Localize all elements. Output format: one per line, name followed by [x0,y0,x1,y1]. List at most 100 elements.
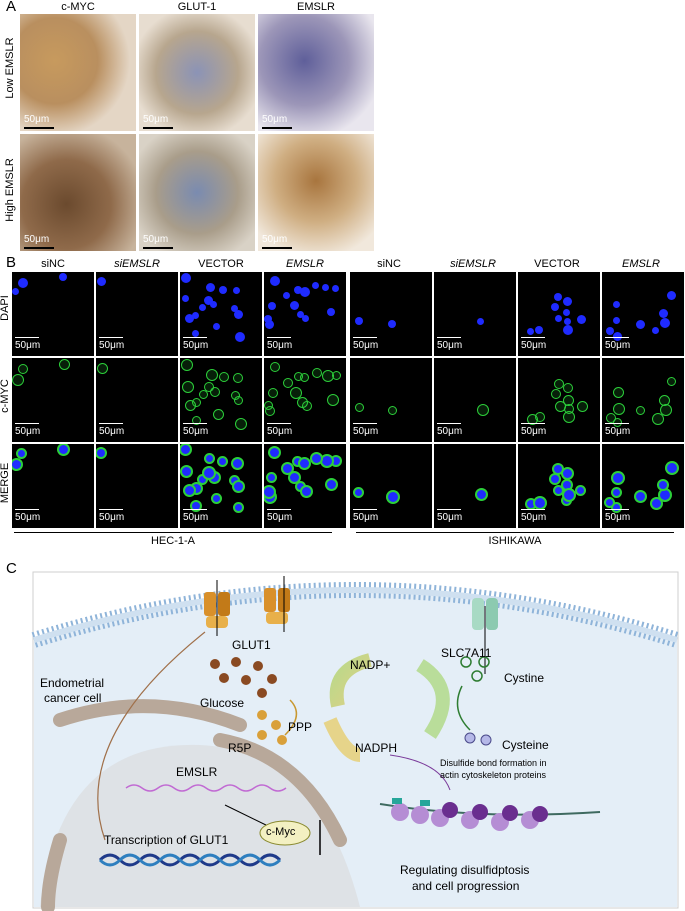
cell-spot [219,286,227,294]
cell-spot [235,418,247,430]
cell-spot [181,273,191,283]
cell-spot [312,282,319,289]
panel-c-label: C [6,560,17,577]
cell-spot [659,481,667,489]
cell-spot [613,489,620,496]
cell-spot [97,449,105,457]
cell-spot [563,469,572,478]
ihc-image-low-cmyc: 50μm [20,14,136,131]
cell-spot [577,487,584,494]
cell-spot [660,318,670,328]
slc7a11-label: SLC7A11 [441,646,492,660]
scale-bar-label: 50μm [15,512,41,523]
cycle-lower-arc [323,717,361,762]
fluorescence-image-merge-7: 50μm [518,444,600,528]
emslr-rna [125,784,287,792]
fluorescence-image-cmyc-8: 50μm [602,358,684,442]
cell-spot [283,292,290,299]
cell-spot [554,293,562,301]
cell-spot [535,412,545,422]
scale-bar [437,509,461,510]
cell-spot [264,401,273,410]
panel-a-col-glut1: GLUT-1 [177,1,217,13]
cell-spot [555,315,562,322]
cell-spot [613,387,624,398]
fluorescence-image-cmyc-6: 50μm [434,358,516,442]
cell-spot [59,273,67,281]
cell-spot [300,459,309,468]
cell-spot [182,467,191,476]
cell-spot [268,302,276,310]
actin-filament [379,798,601,831]
cell-spot [477,404,489,416]
fluorescence-image-cmyc-2: 50μm [96,358,178,442]
cell-spot [297,311,304,318]
slc7a11-transporter [472,598,498,630]
panel-b-col-vector-2: VECTOR [534,258,580,270]
cell-spot [219,372,229,382]
cell-spot [551,389,561,399]
ihc-image-low-glut1: 50μm [139,14,255,131]
fluorescence-image-merge-4: 50μm [264,444,346,528]
fluorescence-image-dapi-2: 50μm [96,272,178,356]
cell-spot [652,327,659,334]
regulating-line2: and cell progression [412,879,520,893]
panel-b-col-sinc-1: siNC [41,258,65,270]
cell-spot [210,473,219,482]
cell-spot [270,276,280,286]
scale-bar-label: 50μm [267,426,293,437]
cysteine-label: Cysteine [502,738,549,752]
fluorescence-image-dapi-7: 50μm [518,272,600,356]
fluorescence-image-cmyc-4: 50μm [264,358,346,442]
cell-spot [231,477,238,484]
cell-spot [577,315,586,324]
cell-spot [192,502,200,510]
cell-spot [606,499,613,506]
cell-spot [388,320,396,328]
scale-bar [15,337,39,338]
cmyc-protein [259,820,311,846]
nuclear-envelope-lower [41,833,67,911]
cell-spot [659,309,668,318]
glucose-label: Glucose [200,696,245,710]
cell-spot [355,489,362,496]
scale-bar [437,423,461,424]
cell-spot [270,448,279,457]
cell-spot [219,458,226,465]
scale-bar [267,509,291,510]
panel-a-col-cmyc: c-MYC [61,1,95,13]
cell-spot [527,500,535,508]
group-label-ishikawa: ISHIKAWA [488,535,542,547]
cell-spot [233,373,243,383]
cell-spot [192,484,201,493]
panel-a-label: A [6,0,17,15]
cell-spot [199,304,206,311]
cell-spot [332,457,340,465]
panel-b-col-siemslr-2: siEMSLR [450,258,496,270]
cell-spot [185,314,194,323]
glut1-transporter-1 [204,592,230,628]
fluorescence-image-merge-3: 50μm [180,444,262,528]
scale-bar-label: 50μm [605,426,631,437]
cell-spot [355,317,363,325]
cell-spot [206,283,215,292]
cell-spot [355,403,364,412]
cell-spot [613,301,620,308]
scale-bar [605,337,629,338]
cell-spot [204,468,214,478]
disulfide-line1: Disulfide bond formation in [440,758,547,768]
scale-bar [521,423,545,424]
transcription-to-glut1-arrow [97,631,206,841]
cycle-left-arc [329,653,372,708]
cell-spot [322,284,329,291]
cell-spot [210,301,217,308]
r5p-label: R5P [228,741,252,755]
cell-spot [302,401,312,411]
scale-bar [437,337,461,338]
reduction-arrow [456,685,471,731]
scale-bar-label: 50μm [437,340,463,351]
cell-spot [283,464,292,473]
cell-label-line1: Endometrial [40,676,105,690]
cell-spot [192,416,201,425]
